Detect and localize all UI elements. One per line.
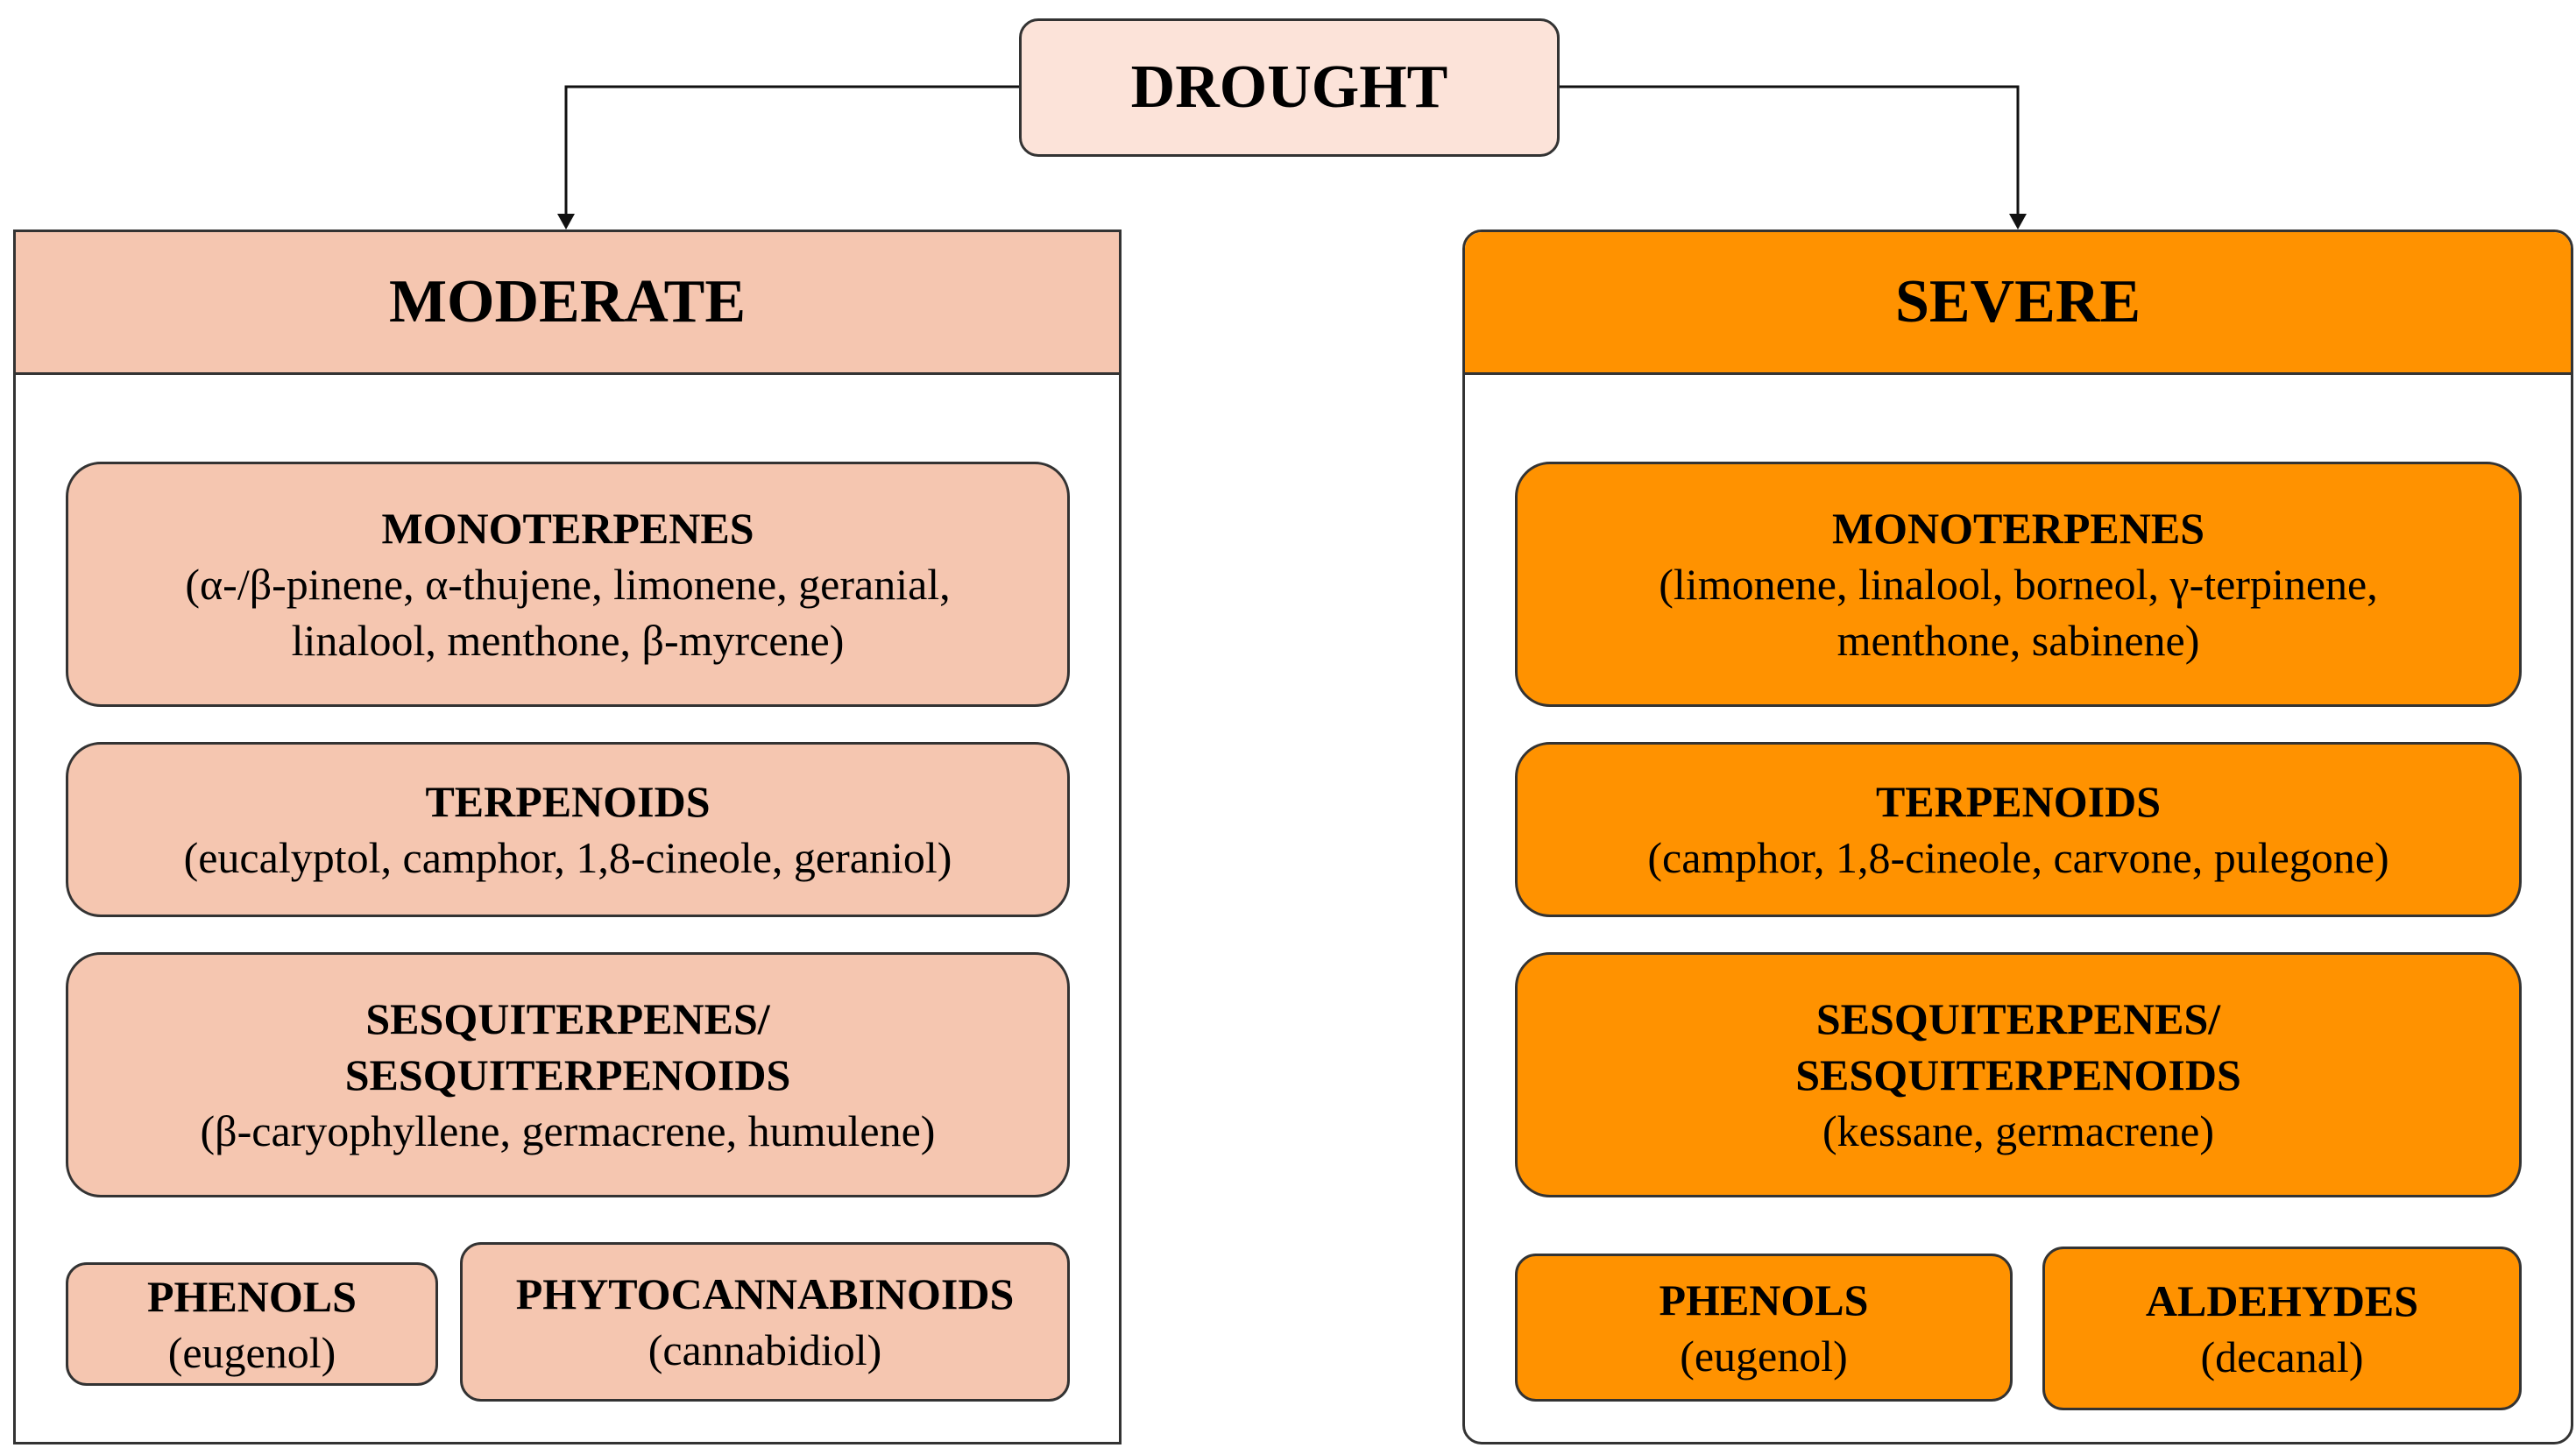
card-title: TERPENOIDS [1875,777,2162,826]
arrowhead-left [557,214,575,230]
arrowhead-right [2009,214,2027,230]
card-title: TERPENOIDS [425,777,711,826]
card-text: (α-/β-pinene, α-thujene, limonene, geran… [185,560,951,609]
card-title: ALDEHYDES [2145,1275,2419,1325]
connector-right [1560,85,2020,217]
card-text: (cannabidiol) [648,1325,882,1374]
card-title: SESQUITERPENOIDS [344,1050,791,1099]
drought-node: DROUGHT [1019,18,1560,157]
severe-aldehydes-card: ALDEHYDES (decanal) [2042,1247,2522,1410]
card-text: (eucalyptol, camphor, 1,8-cineole, geran… [183,833,952,882]
severe-monoterpenes-card: MONOTERPENES (limonene, linalool, borneo… [1515,462,2522,707]
moderate-phytocannabinoids-card: PHYTOCANNABINOIDS (cannabidiol) [460,1242,1070,1402]
card-text: (limonene, linalool, borneol, γ-terpinen… [1659,560,2378,609]
card-text: (kessane, germacrene) [1822,1106,2214,1155]
card-title: MONOTERPENES [1831,504,2205,553]
card-text: (camphor, 1,8-cineole, carvone, pulegone… [1647,833,2389,882]
card-text: (β-caryophyllene, germacrene, humulene) [200,1106,936,1155]
card-title: PHENOLS [1659,1275,1869,1324]
moderate-phenols-card: PHENOLS (eugenol) [66,1262,438,1386]
severe-title: SEVERE [1894,268,2141,335]
card-title: PHYTOCANNABINOIDS [515,1269,1015,1318]
card-text: (decanal) [2200,1331,2364,1381]
card-title: MONOTERPENES [381,504,754,553]
moderate-terpenoids-card: TERPENOIDS (eucalyptol, camphor, 1,8-cin… [66,742,1070,917]
severe-sesquiterpenes-card: SESQUITERPENES/ SESQUITERPENOIDS (kessan… [1515,952,2522,1197]
card-title: SESQUITERPENOIDS [1795,1050,2241,1099]
connector-left [564,85,1019,217]
card-text: menthone, sabinene) [1836,616,2200,665]
severe-header: SEVERE [1465,232,2571,375]
severe-terpenoids-card: TERPENOIDS (camphor, 1,8-cineole, carvon… [1515,742,2522,917]
card-text: (eugenol) [1680,1331,1848,1381]
severe-phenols-card: PHENOLS (eugenol) [1515,1254,2013,1402]
drought-label: DROUGHT [1130,53,1448,121]
card-title: PHENOLS [147,1271,357,1321]
card-text: linalool, menthone, β-myrcene) [291,616,845,665]
moderate-monoterpenes-card: MONOTERPENES (α-/β-pinene, α-thujene, li… [66,462,1070,707]
moderate-header: MODERATE [16,232,1119,375]
card-title: SESQUITERPENES/ [1815,994,2221,1043]
moderate-title: MODERATE [388,268,747,335]
moderate-sesquiterpenes-card: SESQUITERPENES/ SESQUITERPENOIDS (β-cary… [66,952,1070,1197]
card-title: SESQUITERPENES/ [365,994,770,1043]
card-text: (eugenol) [167,1327,336,1377]
